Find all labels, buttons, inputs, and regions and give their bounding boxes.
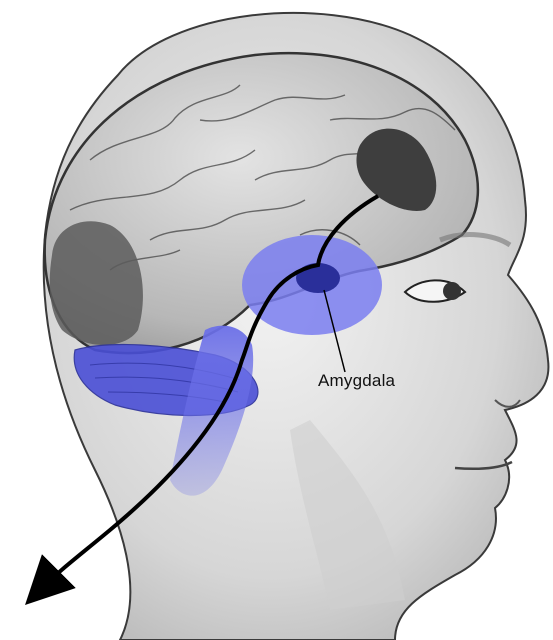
iris: [443, 282, 461, 300]
amygdala-label: Amygdala: [318, 371, 395, 391]
